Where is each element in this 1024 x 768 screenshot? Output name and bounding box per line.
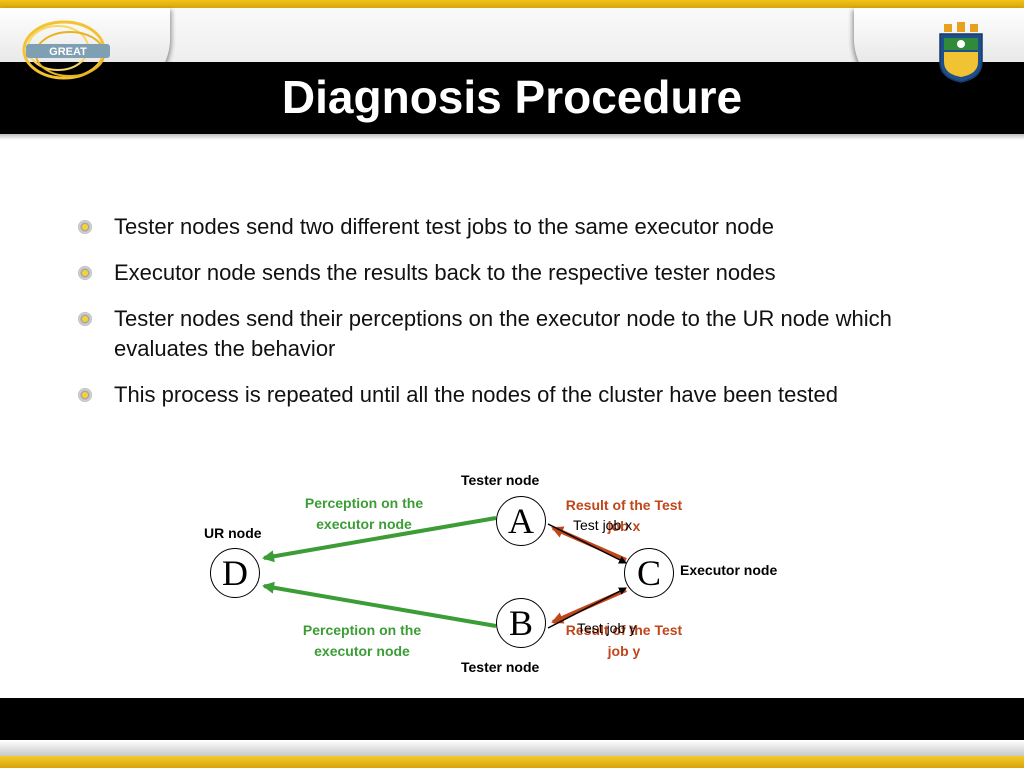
bullet-item: Tester nodes send their perceptions on t… [76, 304, 986, 364]
perception-label-bottom: Perception on the executor node [302, 622, 422, 659]
footer-gold-stripe [0, 756, 1024, 768]
title-band [0, 62, 1024, 134]
diagnosis-diagram: A B C D Tester node Tester node Executor… [0, 440, 1024, 690]
node-d: D [210, 548, 260, 598]
bullet-text: Tester nodes send their perceptions on t… [114, 306, 892, 361]
footer-silver-stripe [0, 740, 1024, 756]
header-gold-stripe [0, 0, 1024, 8]
node-c: C [624, 548, 674, 598]
great-logo: GREAT [22, 20, 110, 80]
perception-arrow-b-to-d [262, 581, 497, 628]
bullet-item: Tester nodes send two different test job… [76, 212, 986, 242]
university-crest-icon [939, 22, 983, 83]
node-b-caption: Tester node [461, 659, 540, 675]
diagram-arrows [262, 516, 627, 629]
slide-title: Diagnosis Procedure [281, 71, 743, 123]
bullet-text: This process is repeated until all the n… [114, 382, 838, 407]
bullet-text: Tester nodes send two different test job… [114, 214, 774, 239]
node-c-caption: Executor node [680, 562, 778, 578]
perception-arrow-a-to-d [262, 516, 497, 563]
bullet-text: Executor node sends the results back to … [114, 260, 776, 285]
node-a-caption: Tester node [461, 472, 540, 488]
bullet-icon [78, 312, 92, 326]
header-underline [0, 134, 1024, 140]
node-b: B [496, 598, 546, 648]
footer-band [0, 698, 1024, 740]
test-job-label-x: Test job x [573, 517, 633, 533]
bullet-item: This process is repeated until all the n… [76, 380, 986, 410]
test-job-arrow-a-to-c [547, 523, 627, 564]
bullet-icon [78, 220, 92, 234]
result-label-x: Result of the Test job x [565, 497, 683, 534]
bullet-list: Tester nodes send two different test job… [76, 212, 986, 426]
bullet-icon [78, 266, 92, 280]
node-a: A [496, 496, 546, 546]
test-job-label-y: Test job y [577, 620, 637, 636]
perception-label-top: Perception on the executor node [304, 495, 424, 532]
result-label-y: Result of the Test job y [565, 622, 683, 659]
svg-text:GREAT: GREAT [49, 46, 87, 58]
test-job-arrow-b-to-c [547, 587, 627, 629]
bullet-icon [78, 388, 92, 402]
node-d-caption: UR node [204, 525, 262, 541]
bullet-item: Executor node sends the results back to … [76, 258, 986, 288]
